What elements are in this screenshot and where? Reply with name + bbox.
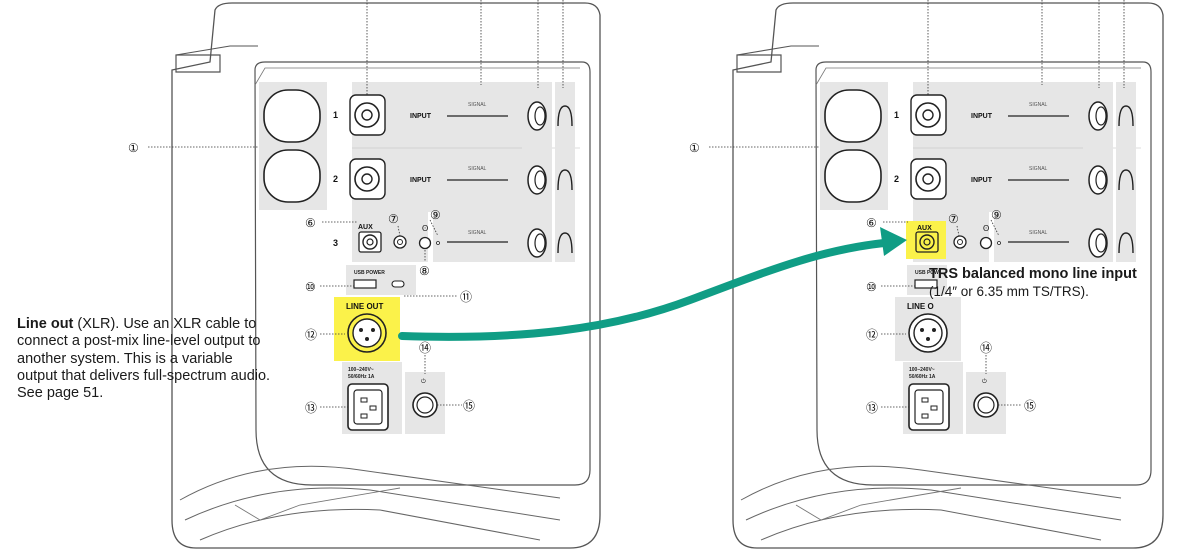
left-usb-label: USB POWER (354, 270, 385, 276)
left-callout-11: ⑪ (460, 290, 472, 304)
left-channel-2: 2 (333, 174, 338, 184)
left-callout-15: ⑮ (463, 399, 475, 413)
line-out-body: (XLR). Use an XLR cable to connect a pos… (17, 316, 271, 402)
left-callout-1: ① (128, 141, 139, 155)
left-power-rating-1: 100–240V~ (348, 367, 374, 373)
right-signal-label-2: SIGNAL (1029, 166, 1048, 172)
left-signal-label-3: SIGNAL (468, 230, 487, 236)
left-callout-7: ⑦ (388, 212, 399, 226)
connection-arrow (398, 227, 907, 341)
arrow-head (880, 227, 907, 256)
left-line-out-label: LINE OUT (346, 302, 383, 311)
right-callout-13: ⑬ (866, 401, 878, 415)
right-signal-label-3: SIGNAL (1029, 230, 1048, 236)
right-input-label-1: INPUT (971, 113, 993, 120)
left-input-label-1: INPUT (410, 113, 432, 120)
aux-subtitle: (1/4″ or 6.35 mm TS/TRS). (929, 284, 1089, 299)
left-callout-8: ⑧ (419, 264, 430, 278)
left-callout-14: ⑭ (419, 341, 431, 355)
right-speaker-inner-recess (815, 61, 1152, 486)
right-callout-6: ⑥ (866, 216, 877, 230)
left-speaker-inner-recess (254, 61, 591, 486)
left-callout-9: ⑨ (430, 208, 441, 222)
left-callout-10: ⑩ (305, 280, 316, 294)
left-callout-numbers: ① ⑥ ⑦ ⑧ ⑨ ⑩ ⑪ ⑫ ⑬ ⑭ ⑮ (128, 141, 475, 415)
left-handle-bottom (263, 149, 321, 203)
left-speaker-handle (175, 54, 221, 73)
left-speaker: 1 2 3 INPUT INPUT SIGNAL SIGNAL SIGNAL A… (128, 0, 601, 549)
left-signal-label-1: SIGNAL (468, 102, 487, 108)
right-callout-9: ⑨ (991, 208, 1002, 222)
left-knob-panel-2 (555, 82, 575, 262)
left-combo-jack-2 (349, 158, 386, 200)
left-bluetooth-icon: ʘ (422, 224, 428, 233)
line-out-title: Line out (17, 316, 74, 332)
aux-title: TRS balanced mono line input (929, 266, 1137, 282)
right-callout-10: ⑩ (866, 280, 877, 294)
right-speaker-body (732, 2, 1164, 549)
right-combo-jack-1 (910, 94, 947, 136)
left-power-rating-2: 50/60Hz 1A (348, 374, 375, 380)
right-callout-14: ⑭ (980, 341, 992, 355)
svg-text:LINE O: LINE O (907, 302, 934, 311)
right-speaker: 1 2 INPUT INPUT SIGNAL SIGNAL SIGNAL AUX (689, 0, 1164, 549)
left-input-panel-3 (433, 212, 523, 262)
left-signal-label-2: SIGNAL (468, 166, 487, 172)
right-input-label-2: INPUT (971, 177, 993, 184)
left-callout-12: ⑫ (305, 328, 317, 342)
svg-text:⏻: ⏻ (421, 378, 426, 385)
left-handle-top (263, 89, 321, 143)
left-callout-13: ⑬ (305, 401, 317, 415)
right-knobs (1088, 101, 1134, 258)
right-aux-label: AUX (917, 225, 932, 232)
right-channel-2: 2 (894, 174, 899, 184)
left-input-label-2: INPUT (410, 177, 432, 184)
right-combo-jack-2 (910, 158, 947, 200)
right-channel-1: 1 (894, 110, 899, 120)
svg-text:⏻: ⏻ (982, 378, 987, 385)
left-channel-1: 1 (333, 110, 338, 120)
left-combo-jack-1 (349, 94, 386, 136)
svg-text:USB POW: USB POW (915, 270, 939, 276)
right-callout-15: ⑮ (1024, 399, 1036, 413)
left-speaker-body (171, 2, 601, 549)
right-signal-label-1: SIGNAL (1029, 102, 1048, 108)
right-bluetooth-icon: ʘ (983, 224, 989, 233)
right-callout-numbers: ① ⑥ ⑦ ⑨ ⑩ ⑫ ⑬ ⑭ ⑮ (689, 141, 1036, 415)
left-knobs (527, 101, 573, 258)
right-callout-12: ⑫ (866, 328, 878, 342)
right-callout-1: ① (689, 141, 700, 155)
right-speaker-handle (736, 54, 782, 73)
right-power-rating-1: 100–240V~ (909, 367, 935, 373)
left-channel-3: 3 (333, 238, 338, 248)
left-callout-6: ⑥ (305, 216, 316, 230)
aux-description: TRS balanced mono line input (1/4″ or 6.… (929, 266, 1189, 300)
right-power-rating-2: 50/60Hz 1A (909, 374, 936, 380)
right-callout-7: ⑦ (948, 212, 959, 226)
line-out-description: Line out (XLR). Use an XLR cable to conn… (17, 316, 277, 402)
left-aux-label: AUX (358, 224, 373, 231)
